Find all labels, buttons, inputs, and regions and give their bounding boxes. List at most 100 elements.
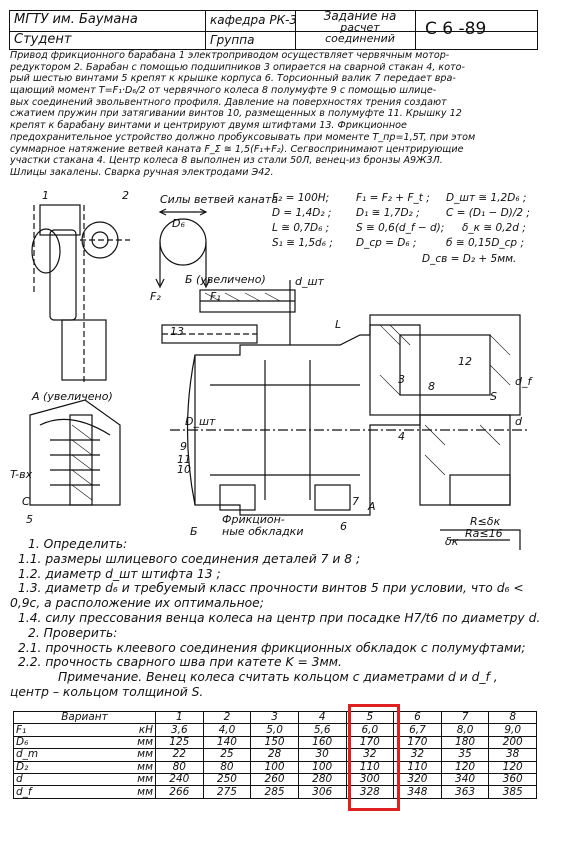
label-tx: T-вх: [10, 468, 33, 481]
formula: D₁ ≅ 1,7D₂ ;: [356, 207, 420, 219]
task-title-2: расчет: [340, 22, 380, 33]
formula: D_cв = D₂ + 5мм.: [422, 253, 517, 265]
university-name: МГТУ им. Баумана: [14, 13, 138, 27]
table-cell: 275: [202, 785, 252, 799]
label-dsht: d_шт: [295, 275, 325, 288]
formula: D = 1,4D₂ ;: [272, 207, 332, 219]
assembly-drawing: Силы ветвей каната Б (увеличено) А (увел…: [10, 189, 533, 550]
param-name: d: [13, 772, 113, 787]
desc-line: предохранительное устройство должно проб…: [10, 131, 476, 143]
task-line: 1. Определить:: [28, 537, 128, 551]
part-number: 7: [352, 495, 359, 508]
formula: C = (D₁ − D)/2 ;: [446, 207, 530, 219]
table-row: d_m мм 22 25 28 30 32 32 35 38: [13, 748, 537, 762]
table-cell: 360: [488, 772, 537, 787]
table-cell: 5,6: [297, 723, 347, 737]
part-number: 9: [180, 440, 187, 453]
task-line: 1.3. диаметр d₆ и требуемый класс прочно…: [18, 581, 524, 596]
student-label: Студент: [14, 33, 72, 47]
task-line: 1.4. силу прессования венца колеса на це…: [18, 610, 540, 625]
table-cell: 260: [250, 772, 299, 787]
part-number: 12: [458, 355, 472, 368]
table-cell: 28: [250, 748, 299, 762]
table-row: d мм 240 250 260 280 300 320 340 360: [13, 772, 537, 787]
formula: F₂ = 100H;: [272, 192, 330, 204]
formula: б ≅ 0,15D_ср ;: [446, 237, 524, 249]
variant-number: 5: [345, 710, 395, 725]
description-text: Привод фрикционного барабана 1 электропр…: [10, 50, 540, 206]
label-a: A: [367, 500, 376, 513]
table-cell: 8,0: [440, 723, 490, 737]
variant-number: 4: [297, 710, 347, 725]
table-cell: 6,0: [345, 723, 395, 737]
label-view-a: А (увеличено): [31, 390, 113, 403]
table-cell: 385: [488, 785, 537, 799]
formula: S₁ ≅ 1,5d₆ ;: [272, 237, 333, 249]
table-row: D₂ мм 80 80 100 100 110 110 120 120: [13, 760, 537, 774]
task-line: 2.2. прочность сварного шва при катете K…: [18, 655, 342, 670]
table-cell: 6,7: [393, 723, 442, 737]
table-cell: 30: [297, 748, 347, 762]
table-cell: 9,0: [488, 723, 537, 737]
table-cell: 266: [155, 785, 204, 799]
label-fz: F₂: [150, 290, 161, 303]
variant-number: 1: [155, 710, 204, 725]
variant-header: Вариант: [13, 710, 156, 725]
table-header-row: Вариант 1 2 3 4 5 6 7 8: [13, 710, 537, 725]
param-unit: мм: [113, 760, 156, 774]
part-number: 2: [122, 189, 129, 202]
table-cell: 5,0: [250, 723, 299, 737]
desc-line: сжатием пружин при затягивании винтов 10…: [10, 108, 462, 120]
table-cell: 200: [488, 735, 537, 750]
desc-line: Привод фрикционного барабана 1 электропр…: [10, 50, 450, 61]
variant-number: 6: [393, 710, 442, 725]
table-row: D₆ мм 125 140 150 160 170 170 180 200: [13, 735, 537, 750]
table-cell: 250: [202, 772, 252, 787]
part-number: 13: [170, 325, 184, 338]
param-name: d_m: [13, 748, 113, 762]
desc-line: Шлицы закалены. Сварка ручная электродам…: [10, 166, 274, 178]
desc-line: редуктором 2. Барабан с помощью подшипни…: [10, 61, 466, 73]
param-unit: мм: [113, 748, 156, 762]
table-cell: 125: [155, 735, 204, 750]
formula: S ≅ 0,6(d_f − d);: [356, 222, 445, 234]
group-label: Группа: [210, 33, 255, 47]
part-number: 8: [428, 380, 435, 393]
table-cell: 320: [393, 772, 442, 787]
table-cell: 4,0: [202, 723, 252, 737]
table-cell: 120: [488, 760, 537, 774]
part-number: 5: [26, 513, 33, 526]
param-unit: кН: [113, 723, 156, 737]
variant-number: 2: [202, 710, 252, 725]
label-d: d: [515, 415, 523, 428]
variant-number: 8: [488, 710, 537, 725]
table-cell: 25: [202, 748, 252, 762]
table-cell: 340: [440, 772, 490, 787]
variant-number: 7: [440, 710, 490, 725]
table-cell: 180: [440, 735, 490, 750]
param-unit: мм: [113, 735, 156, 750]
task-line: центр – кольцом толщиной S.: [10, 684, 204, 699]
table-row: d_f мм 266 275 285 306 328 348 363 385: [13, 785, 537, 799]
task-line: 0,9c, а расположение их оптимальное;: [10, 596, 264, 611]
part-number: 6: [340, 520, 347, 533]
desc-line: вых соединений эвольвентного профиля. Да…: [10, 96, 447, 108]
table-cell: 35: [440, 748, 490, 762]
task-line: 1.1. размеры шлицевого соединения детале…: [18, 551, 361, 566]
label-friction: Фрикцион-: [222, 513, 285, 526]
part-number: 11: [177, 453, 191, 466]
label-bk: δк: [445, 535, 459, 548]
table-cell: 110: [393, 760, 442, 774]
formula: L ≅ 0,7D₆ ;: [272, 222, 330, 234]
table-cell: 160: [297, 735, 347, 750]
task-line: 2. Проверить:: [28, 625, 118, 640]
table-row: F₁ кН 3,6 4,0 5,0 5,6 6,0 6,7 8,0 9,0: [13, 723, 537, 737]
label-b: Б: [190, 525, 198, 538]
task-line: Примечание. Венец колеса считать кольцом…: [58, 670, 498, 685]
part-number: 1: [42, 189, 49, 202]
param-name: F₁: [13, 723, 113, 737]
table-cell: 280: [297, 772, 347, 787]
label-f1: F₁: [210, 290, 221, 303]
table-cell: 110: [345, 760, 395, 774]
table-cell: 3,6: [155, 723, 204, 737]
